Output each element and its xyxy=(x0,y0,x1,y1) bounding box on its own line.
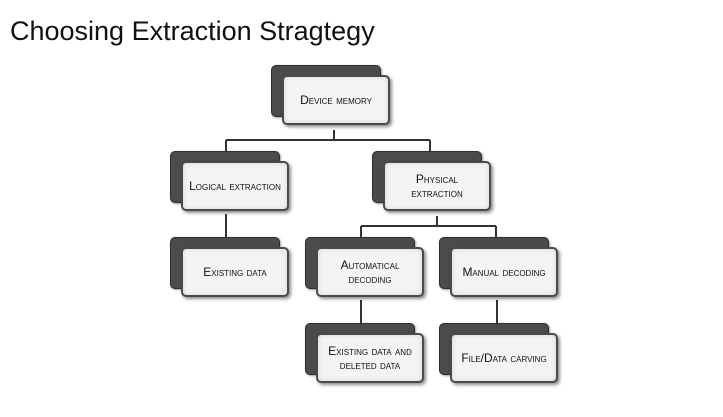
node-label: Existing data and deleted data xyxy=(328,344,412,372)
node-device-memory: Device memory xyxy=(271,65,390,125)
node-automatical-decoding: Automatical decoding xyxy=(305,237,424,297)
node-label: File/Data carving xyxy=(461,351,547,365)
node-label: Device memory xyxy=(300,93,372,107)
node-label: Manual decoding xyxy=(462,265,546,279)
slide-title: Choosing Extraction Stragtegy xyxy=(10,16,375,46)
node-existing-and-deleted-data: Existing data and deleted data xyxy=(305,323,424,383)
node-label: Automatical decoding xyxy=(340,258,400,286)
node-box: Device memory xyxy=(282,75,390,125)
node-physical-extraction: Physical extraction xyxy=(372,151,491,211)
node-box: Existing data xyxy=(181,247,289,297)
node-box: Logical extraction xyxy=(181,161,289,211)
node-box: File/Data carving xyxy=(450,333,558,383)
node-file-data-carving: File/Data carving xyxy=(439,323,558,383)
node-box: Manual decoding xyxy=(450,247,558,297)
connector-physical-split xyxy=(360,216,497,248)
node-box: Physical extraction xyxy=(383,161,491,211)
node-existing-data: Existing data xyxy=(170,237,289,297)
node-box: Automatical decoding xyxy=(316,247,424,297)
node-manual-decoding: Manual decoding xyxy=(439,237,558,297)
node-box: Existing data and deleted data xyxy=(316,333,424,383)
node-label: Existing data xyxy=(203,265,267,279)
connector-root-to-level1 xyxy=(225,130,431,162)
node-label: Logical extraction xyxy=(189,179,281,193)
node-label: Physical extraction xyxy=(411,172,463,200)
node-logical-extraction: Logical extraction xyxy=(170,151,289,211)
